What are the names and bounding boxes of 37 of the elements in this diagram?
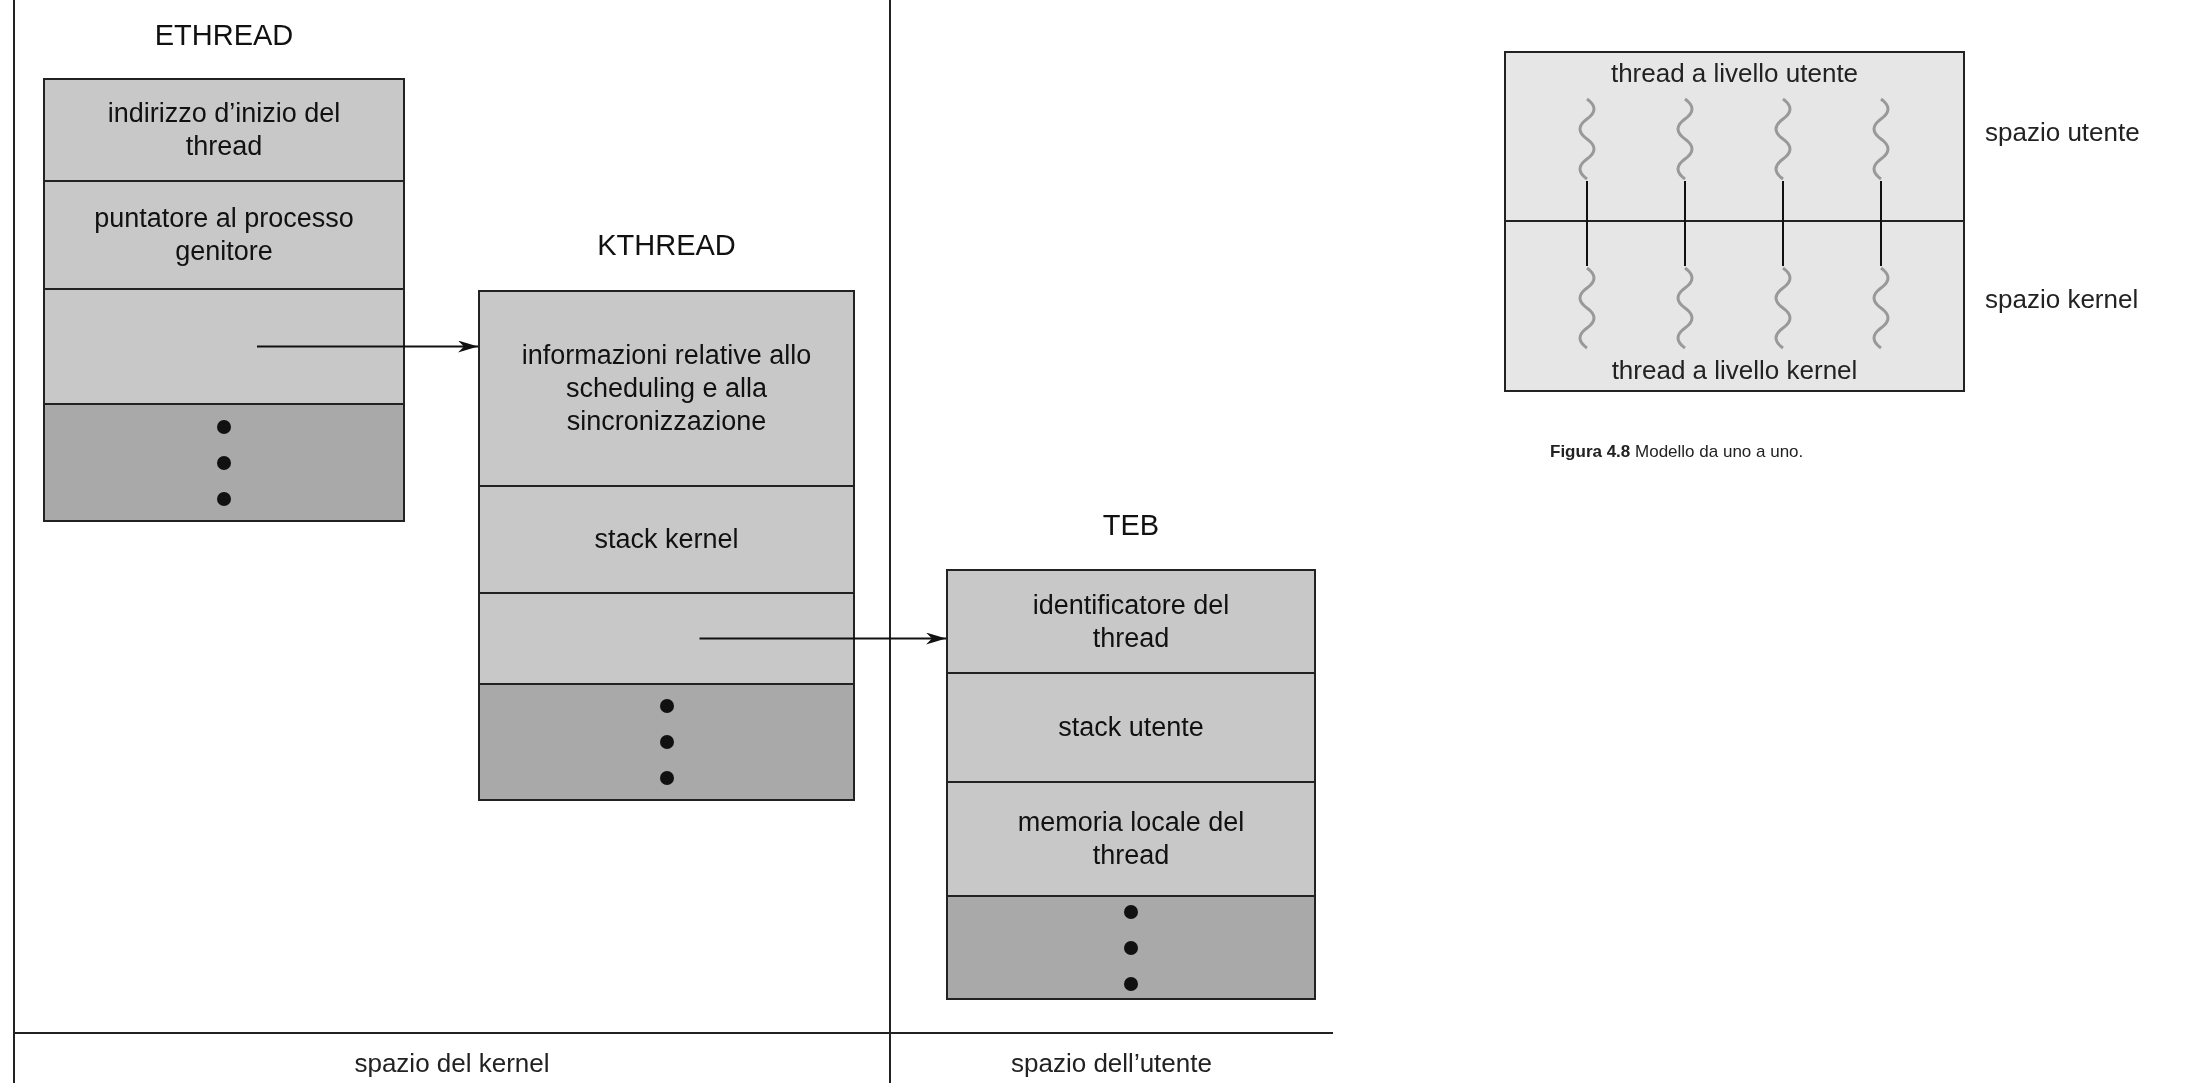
field-text: stack utente <box>1058 711 1204 744</box>
ellipsis-field <box>478 683 855 801</box>
figure-caption: Figura 4.8 Modello da uno a uno. <box>1550 441 1804 463</box>
space-band <box>1504 220 1965 392</box>
field-text: stack kernel <box>594 523 739 556</box>
field-box <box>946 672 1316 783</box>
arrow <box>698 632 947 645</box>
field-text: informazioni relative allo scheduling e alla sincronizzazione <box>520 339 813 438</box>
connector-line <box>1880 180 1882 267</box>
structure-title: KTHREAD <box>596 228 737 263</box>
space-label: spazio kernel <box>1985 283 2139 316</box>
structure-title: ETHREAD <box>153 18 295 53</box>
field-box <box>478 485 855 594</box>
connector-line <box>1586 180 1588 267</box>
field-text: memoria locale del thread <box>1016 806 1246 872</box>
empty-field <box>43 288 405 405</box>
structure-title: TEB <box>1101 508 1161 543</box>
connector-line <box>1684 180 1686 267</box>
field-box <box>478 290 855 487</box>
region-label: spazio del kernel <box>353 1047 551 1080</box>
empty-field <box>478 592 855 685</box>
field-box <box>43 78 405 182</box>
ellipsis-field <box>946 895 1316 1000</box>
field-text: puntatore al processo genitore <box>93 202 355 268</box>
field-box <box>43 180 405 290</box>
arrow <box>256 340 479 353</box>
space-band <box>1504 51 1965 222</box>
space-label: spazio utente <box>1985 116 2140 149</box>
field-box <box>946 781 1316 897</box>
connector-line <box>1782 180 1784 267</box>
field-box <box>946 569 1316 674</box>
band-label: thread a livello utente <box>1610 57 1859 89</box>
band-label: thread a livello kernel <box>1611 354 1858 386</box>
region-label: spazio dell’utente <box>1010 1047 1213 1080</box>
field-text: indirizzo d’inizio del thread <box>106 97 342 163</box>
ellipsis-field <box>43 403 405 522</box>
field-text: identificatore del thread <box>1031 588 1231 655</box>
